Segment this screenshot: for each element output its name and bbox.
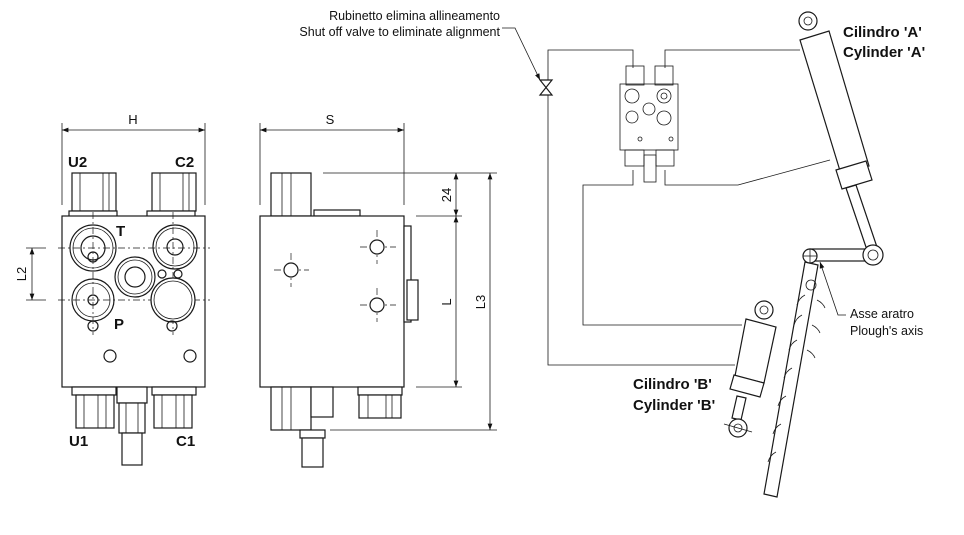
fitting-c2 bbox=[146, 172, 197, 218]
dim-l2-label: L2 bbox=[14, 267, 29, 281]
adjuster-stem bbox=[116, 386, 148, 466]
cylinder-a-label-it: Cilindro 'A' bbox=[843, 24, 922, 41]
port-label-u1: U1 bbox=[69, 433, 88, 450]
valve-note-it: Rubinetto elimina allineamento bbox=[329, 9, 500, 23]
cylinder-b-label-it: Cilindro 'B' bbox=[633, 376, 712, 393]
plough-axis-label-it: Asse aratro bbox=[850, 307, 914, 321]
shutoff-valve-icon bbox=[538, 79, 554, 96]
dim-h-label: H bbox=[128, 112, 137, 127]
cylinder-b-label-en: Cylinder 'B' bbox=[633, 397, 715, 414]
hydraulic-lines bbox=[547, 49, 831, 366]
fitting-c1 bbox=[151, 386, 197, 429]
circuit-schematic: Rubinetto elimina allineamento Shut off … bbox=[299, 9, 925, 498]
dim-s-label: S bbox=[326, 112, 335, 127]
dim-l-label: L bbox=[439, 298, 454, 305]
port-label-u2: U2 bbox=[68, 154, 87, 171]
port-t bbox=[69, 224, 117, 272]
cylinder-a bbox=[798, 11, 884, 266]
cylinder-b bbox=[723, 300, 777, 438]
port-label-p: P bbox=[114, 316, 124, 333]
front-view: H U2 C2 bbox=[14, 112, 210, 466]
port-label-t: T bbox=[116, 223, 125, 240]
side-view: S 24 L L3 bbox=[259, 112, 497, 468]
port-label-c2: C2 bbox=[175, 154, 194, 171]
fitting-u2 bbox=[68, 172, 118, 218]
plough-axis-label-en: Plough's axis bbox=[850, 324, 923, 338]
dim-24-label: 24 bbox=[439, 188, 454, 202]
port-label-c1: C1 bbox=[176, 433, 195, 450]
fitting-u1 bbox=[71, 386, 117, 429]
valve-cap bbox=[150, 277, 196, 323]
valve-block-mini bbox=[619, 65, 679, 183]
pilot-plug bbox=[114, 256, 156, 298]
mounting-holes bbox=[274, 230, 396, 322]
valve-note-en: Shut off valve to eliminate alignment bbox=[299, 25, 500, 39]
plough-beam bbox=[763, 248, 826, 498]
dim-l3-label: L3 bbox=[473, 295, 488, 309]
cylinder-a-label-en: Cylinder 'A' bbox=[843, 44, 925, 61]
